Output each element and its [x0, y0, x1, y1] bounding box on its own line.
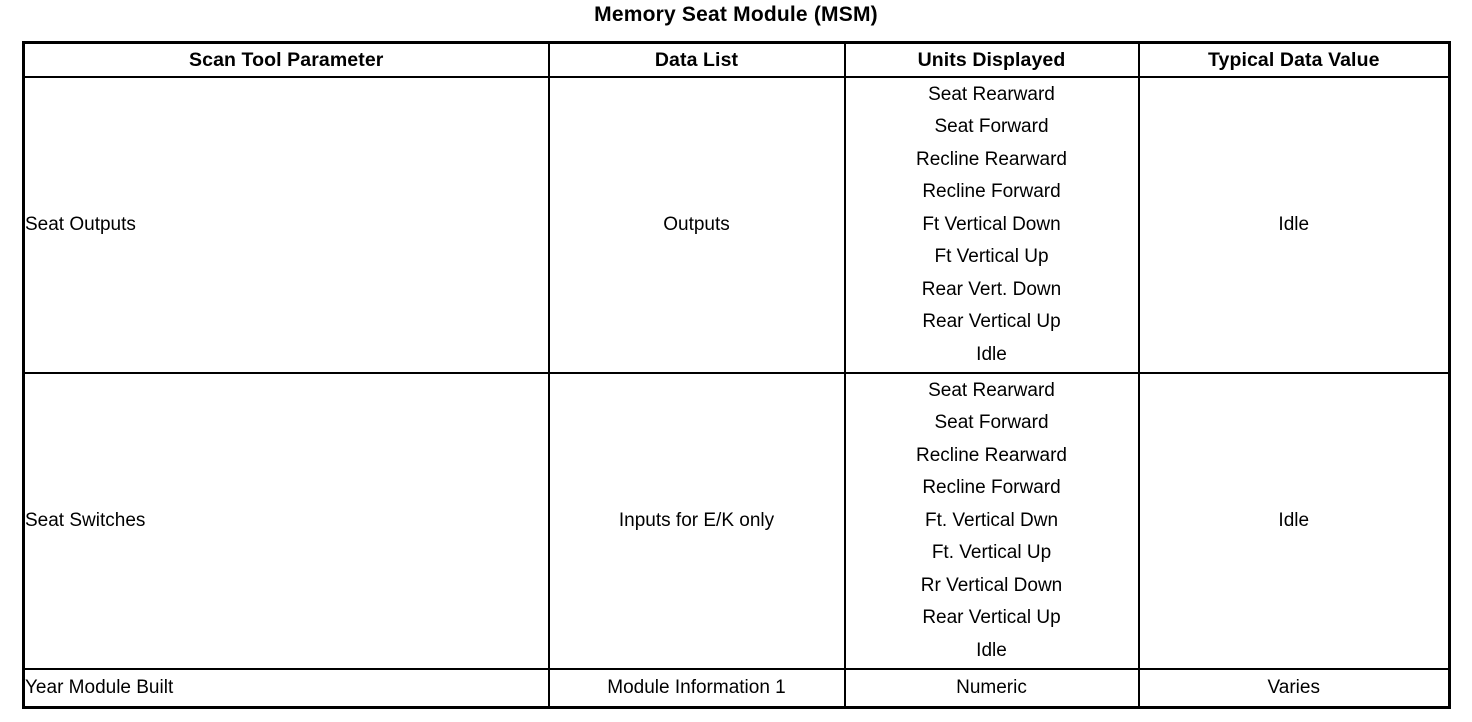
table-header: Scan Tool Parameter Data List Units Disp… — [22, 41, 1451, 78]
cell-units-displayed: Numeric — [843, 668, 1140, 709]
table-body: Seat Outputs Outputs Seat Rearward Seat … — [22, 76, 1451, 709]
units-list: Seat Rearward Seat Forward Recline Rearw… — [846, 79, 1138, 372]
column-header-data-list: Data List — [547, 41, 846, 78]
cell-data-list: Inputs for E/K only — [547, 372, 846, 670]
cell-units-displayed: Seat Rearward Seat Forward Recline Rearw… — [843, 372, 1140, 670]
column-header-scan-tool-parameter: Scan Tool Parameter — [22, 41, 550, 78]
cell-data-list: Outputs — [547, 76, 846, 374]
column-header-units-displayed: Units Displayed — [843, 41, 1140, 78]
cell-parameter: Year Module Built — [22, 668, 550, 709]
unit-item: Ft Vertical Up — [934, 246, 1049, 268]
unit-item: Seat Forward — [934, 116, 1049, 138]
unit-item: Seat Forward — [934, 412, 1049, 434]
unit-item: Rear Vert. Down — [921, 278, 1062, 300]
unit-item: Ft. Vertical Up — [931, 542, 1052, 564]
page-title: Memory Seat Module (MSM) — [594, 3, 878, 26]
table-header-row: Scan Tool Parameter Data List Units Disp… — [22, 41, 1451, 78]
unit-item: Idle — [976, 343, 1007, 365]
table-row: Seat Switches Inputs for E/K only Seat R… — [22, 372, 1451, 670]
unit-item: Ft. Vertical Dwn — [924, 509, 1059, 531]
msm-table-wrapper: Scan Tool Parameter Data List Units Disp… — [22, 41, 1451, 709]
unit-item: Seat Rearward — [928, 83, 1055, 105]
cell-parameter: Seat Outputs — [22, 76, 550, 374]
unit-item: Recline Forward — [922, 477, 1061, 499]
unit-item: Recline Rearward — [915, 148, 1067, 170]
cell-units-displayed: Seat Rearward Seat Forward Recline Rearw… — [843, 76, 1140, 374]
table-row: Seat Outputs Outputs Seat Rearward Seat … — [22, 76, 1451, 374]
column-header-typical-data-value: Typical Data Value — [1137, 41, 1451, 78]
cell-typical-data-value: Varies — [1137, 668, 1451, 709]
unit-item: Rear Vertical Up — [922, 311, 1061, 333]
unit-item: Recline Rearward — [915, 444, 1067, 466]
unit-item: Seat Rearward — [928, 379, 1055, 401]
unit-item: Rear Vertical Up — [922, 607, 1061, 629]
unit-item: Recline Forward — [922, 181, 1061, 203]
msm-parameter-table: Scan Tool Parameter Data List Units Disp… — [22, 41, 1451, 709]
unit-item: Ft Vertical Down — [922, 213, 1061, 235]
cell-typical-data-value: Idle — [1137, 372, 1451, 670]
cell-parameter: Seat Switches — [22, 372, 550, 670]
table-row: Year Module Built Module Information 1 N… — [22, 668, 1451, 709]
unit-item: Rr Vertical Down — [920, 574, 1063, 596]
cell-typical-data-value: Idle — [1137, 76, 1451, 374]
unit-item: Idle — [976, 639, 1007, 661]
units-list: Seat Rearward Seat Forward Recline Rearw… — [846, 375, 1138, 668]
cell-data-list: Module Information 1 — [547, 668, 846, 709]
